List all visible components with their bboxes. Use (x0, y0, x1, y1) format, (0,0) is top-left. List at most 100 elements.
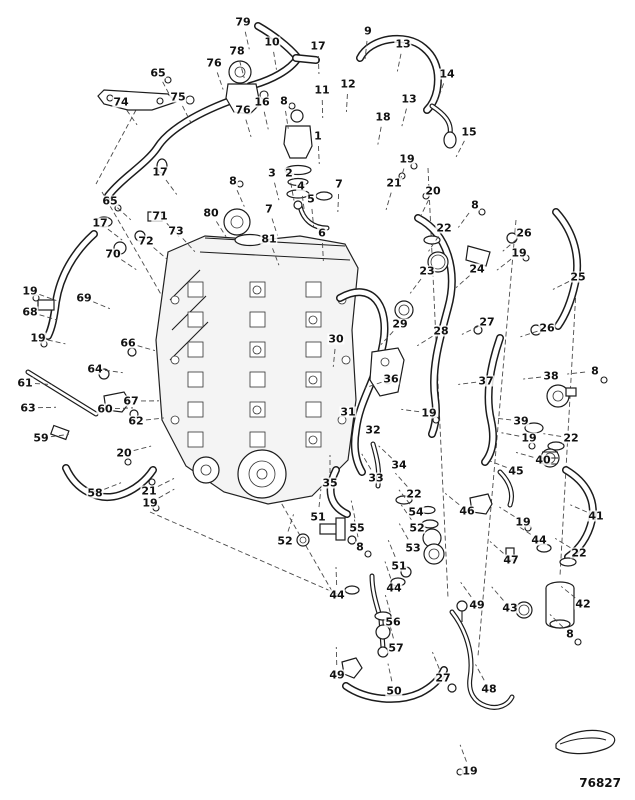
callout-label: 19 (510, 246, 528, 260)
callout-label: 51 (309, 510, 327, 524)
callout-label: 59 (32, 431, 50, 445)
callout-label: 48 (480, 682, 498, 696)
callout-label: 26 (515, 226, 533, 240)
callout-label: 76 (205, 56, 223, 70)
callout-label: 31 (339, 405, 357, 419)
callout-label: 9 (363, 24, 373, 38)
callout-label: 2 (284, 166, 294, 180)
callout-label: 45 (507, 464, 525, 478)
callout-label: 19 (461, 764, 479, 778)
callout-label: 70 (104, 247, 122, 261)
callout-label: 4 (296, 179, 306, 193)
callout-label: 6 (317, 226, 327, 240)
callout-label: 74 (112, 95, 130, 109)
callout-label: 8 (590, 364, 600, 378)
callout-label: 19 (21, 284, 39, 298)
callout-label: 28 (432, 324, 450, 338)
callout-label: 17 (151, 165, 169, 179)
callout-label: 8 (228, 174, 238, 188)
callout-label: 69 (75, 291, 93, 305)
callout-label: 17 (91, 216, 109, 230)
callout-label: 67 (122, 394, 140, 408)
callout-label: 7 (334, 177, 344, 191)
callout-label: 34 (390, 458, 408, 472)
callout-label: 72 (137, 234, 155, 248)
callout-label: 13 (394, 37, 412, 51)
bottom-right-part (555, 729, 616, 755)
callout-label: 19 (141, 496, 159, 510)
callout-label: 60 (96, 402, 114, 416)
callout-label: 17 (309, 39, 327, 53)
callout-label: 8 (470, 198, 480, 212)
callout-label: 43 (501, 601, 519, 615)
callout-label: 22 (405, 487, 423, 501)
callout-label: 8 (565, 627, 575, 641)
callout-label: 33 (367, 471, 385, 485)
callout-label: 21 (385, 176, 403, 190)
callout-label: 30 (327, 332, 345, 346)
callout-label: 41 (587, 509, 605, 523)
callout-label: 55 (348, 521, 366, 535)
callout-label: 71 (151, 209, 169, 223)
callout-label: 44 (385, 581, 403, 595)
callout-label: 52 (408, 521, 426, 535)
callout-label: 19 (520, 431, 538, 445)
callout-label: 18 (374, 110, 392, 124)
callout-label: 20 (424, 184, 442, 198)
callout-label: 79 (234, 15, 252, 29)
callout-label: 49 (468, 598, 486, 612)
callout-label: 21 (140, 484, 158, 498)
callout-label: 7 (264, 202, 274, 216)
callout-label: 27 (434, 671, 452, 685)
callout-label: 39 (512, 414, 530, 428)
callout-label: 36 (382, 372, 400, 386)
callout-label: 65 (149, 66, 167, 80)
callout-label: 13 (400, 92, 418, 106)
figure-number: 76827 (579, 776, 621, 790)
callout-label: 19 (420, 406, 438, 420)
callout-label: 53 (404, 541, 422, 555)
callout-label: 49 (328, 668, 346, 682)
callout-label: 50 (385, 684, 403, 698)
callout-label: 76 (234, 103, 252, 117)
callout-label: 73 (167, 224, 185, 238)
callout-label: 27 (478, 315, 496, 329)
callout-label: 19 (398, 152, 416, 166)
callout-label: 12 (339, 77, 357, 91)
callout-label: 20 (115, 446, 133, 460)
callout-label: 25 (569, 270, 587, 284)
callout-label: 5 (306, 192, 316, 206)
callout-label: 62 (127, 414, 145, 428)
callout-label: 68 (21, 305, 39, 319)
callout-label: 66 (119, 336, 137, 350)
callout-label: 75 (169, 90, 187, 104)
callout-label: 56 (384, 615, 402, 629)
callout-label: 32 (364, 423, 382, 437)
callout-label: 65 (101, 194, 119, 208)
callout-label: 19 (29, 331, 47, 345)
engine-block (155, 235, 359, 505)
callout-label: 26 (538, 321, 556, 335)
callout-label: 24 (468, 262, 486, 276)
callout-label: 54 (407, 505, 425, 519)
callout-label: 46 (458, 504, 476, 518)
callout-label: 51 (390, 559, 408, 573)
callout-label: 81 (260, 232, 278, 246)
callout-label: 37 (477, 374, 495, 388)
callout-label: 3 (267, 166, 277, 180)
callout-label: 40 (534, 453, 552, 467)
callout-label: 47 (502, 553, 520, 567)
callout-label: 8 (279, 94, 289, 108)
callout-label: 10 (263, 35, 281, 49)
callout-label: 42 (574, 597, 592, 611)
callout-label: 44 (530, 533, 548, 547)
callout-label: 19 (514, 515, 532, 529)
callout-label: 35 (321, 476, 339, 490)
callout-label: 29 (391, 317, 409, 331)
callout-label: 64 (86, 362, 104, 376)
callout-label: 22 (562, 431, 580, 445)
callout-label: 22 (435, 221, 453, 235)
callout-label: 80 (202, 206, 220, 220)
